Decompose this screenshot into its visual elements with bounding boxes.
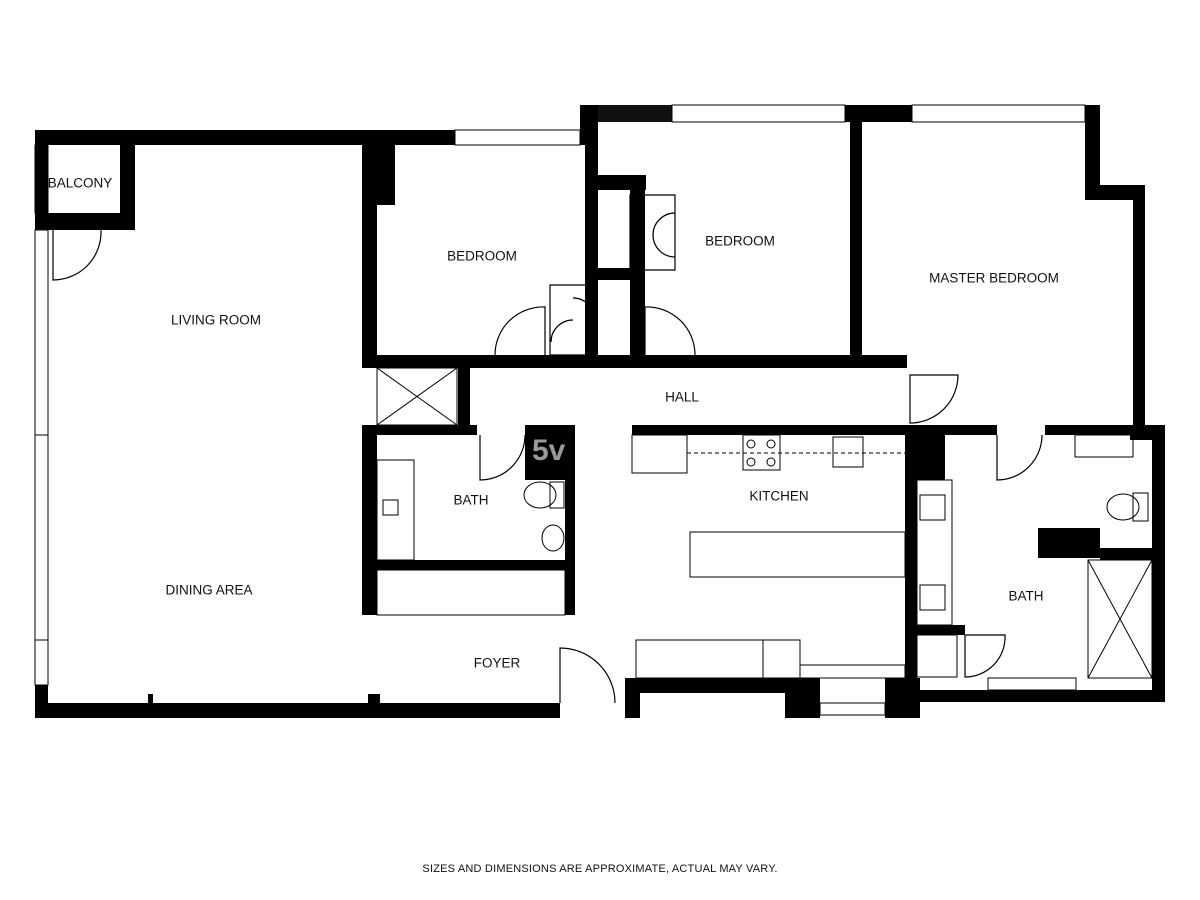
windows	[34, 104, 1086, 716]
room-label-bath: BATH	[1008, 588, 1044, 604]
watermark: 5v	[532, 434, 566, 467]
room-label-foyer: FOYER	[473, 655, 521, 671]
disclaimer-footer: SIZES AND DIMENSIONS ARE APPROXIMATE, AC…	[422, 863, 778, 875]
fixtures	[376, 367, 1153, 679]
walls	[35, 105, 1165, 718]
room-label-balcony: BALCONY	[47, 175, 113, 191]
doors	[52, 194, 1043, 704]
room-label-bath: BATH	[453, 492, 489, 508]
room-label-bedroom: BEDROOM	[447, 248, 517, 264]
room-label-hall: HALL	[665, 389, 699, 405]
room-label-dining-area: DINING AREA	[165, 582, 253, 598]
room-label-master-bedroom: MASTER BEDROOM	[929, 270, 1059, 286]
room-label-kitchen: KITCHEN	[749, 488, 809, 504]
room-label-living-room: LIVING ROOM	[170, 312, 262, 328]
room-label-bedroom: BEDROOM	[705, 233, 775, 249]
